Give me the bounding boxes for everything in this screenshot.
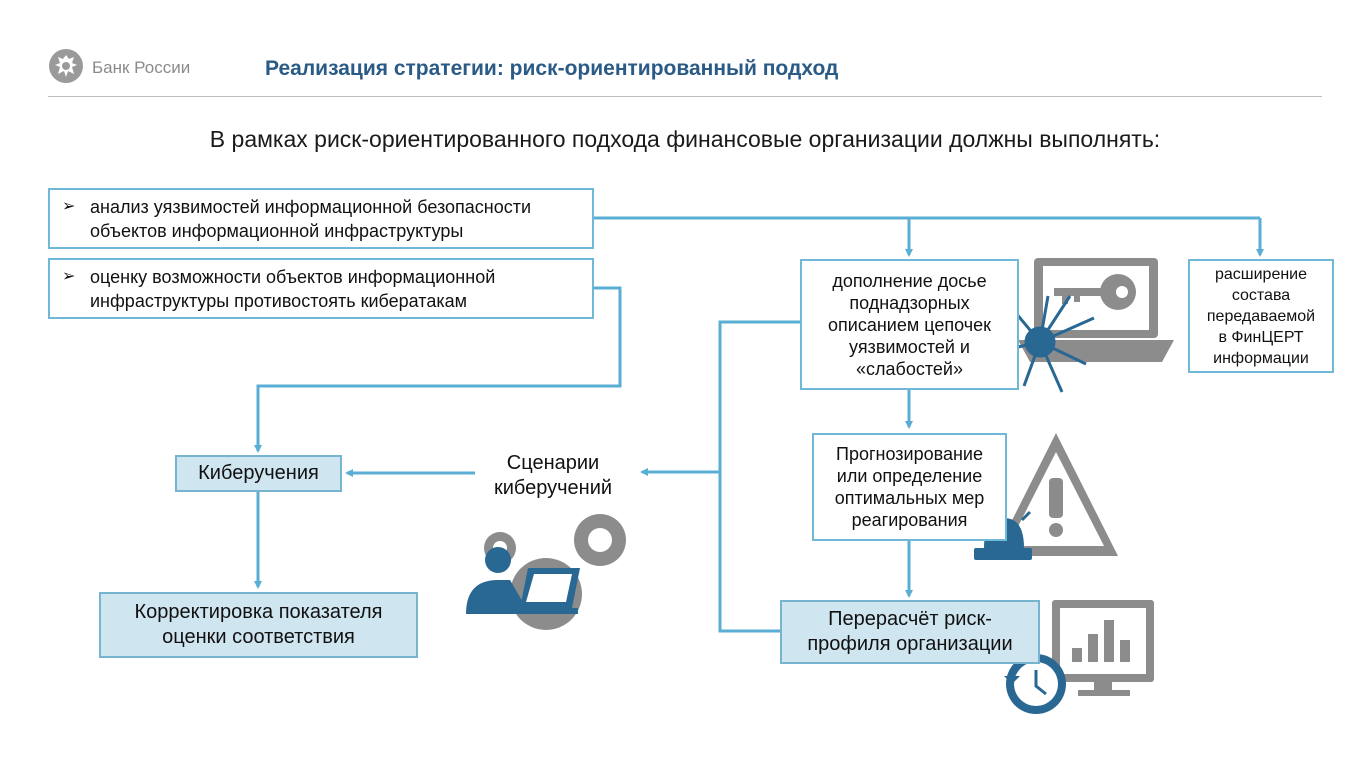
laptop-key-icon	[1018, 258, 1174, 362]
header-divider	[48, 96, 1322, 97]
node-fincert-line3: передаваемой	[1206, 307, 1316, 325]
node-fincert-line5: информации	[1213, 349, 1309, 367]
bullet-arrow-icon: ➢	[62, 198, 76, 215]
warning-triangle-icon	[994, 433, 1118, 556]
node-recalc: Перерасчёт риск- профиля организации	[780, 600, 1040, 664]
input1-line1: анализ уязвимостей информационной безопа…	[90, 197, 532, 217]
worker-gears-icon	[466, 514, 626, 630]
node-dossier-line5: «слабостей»	[856, 358, 963, 379]
node-fincert: расширение состава передаваемой в ФинЦЕР…	[1188, 259, 1334, 373]
monitor-chart-icon	[1052, 600, 1154, 696]
bullet-arrow-icon: ➢	[62, 268, 76, 285]
node-dossier: дополнение досье поднадзорных описанием …	[800, 259, 1019, 390]
node-cyber-exercises-label: Киберучения	[198, 462, 319, 484]
input2-line2: инфраструктуры противостоять кибератакам	[90, 291, 467, 311]
node-scenarios-line2: киберучений	[493, 477, 613, 499]
node-forecast-line3: оптимальных мер	[834, 488, 985, 508]
slide-subtitle: В рамках риск-ориентированного подхода ф…	[209, 126, 1161, 152]
input1-line2: объектов информационной инфраструктуры	[90, 221, 464, 241]
node-cyber-exercises: Киберучения	[175, 455, 342, 492]
node-correction: Корректировка показателя оценки соответс…	[99, 592, 418, 658]
node-dossier-line1: дополнение досье	[832, 270, 987, 291]
node-scenarios-line1: Сценарии	[506, 452, 600, 474]
input-box-resilience-assessment: ➢ оценку возможности объектов информацио…	[48, 258, 594, 319]
node-recalc-line2: профиля организации	[807, 633, 1013, 655]
node-recalc-line1: Перерасчёт риск-	[828, 608, 992, 630]
node-fincert-line1: расширение	[1214, 265, 1308, 283]
node-scenarios: Сценарии киберучений	[470, 448, 636, 504]
bank-emblem-icon	[48, 48, 84, 84]
node-correction-line2: оценки соответствия	[162, 626, 355, 648]
node-fincert-line4: в ФинЦЕРТ	[1218, 328, 1304, 346]
node-dossier-line4: уязвимостей и	[849, 336, 970, 357]
node-forecast-line1: Прогнозирование	[836, 444, 983, 464]
logo-text: Банк России	[92, 58, 191, 77]
input2-line1: оценку возможности объектов информационн…	[90, 267, 496, 287]
input-box-vulnerability-analysis: ➢ анализ уязвимостей информационной безо…	[48, 188, 594, 249]
node-dossier-line2: поднадзорных	[849, 292, 970, 313]
node-correction-line1: Корректировка показателя	[134, 601, 383, 623]
clock-history-icon	[1004, 654, 1066, 714]
node-forecast-line4: реагирования	[851, 510, 968, 530]
node-fincert-line2: состава	[1231, 286, 1291, 304]
page-title: Реализация стратегии: риск-ориентированн…	[265, 57, 839, 80]
node-dossier-line3: описанием цепочек	[828, 314, 991, 335]
node-forecast-line2: или определение	[836, 466, 983, 486]
node-forecast: Прогнозирование или определение оптималь…	[812, 433, 1007, 541]
